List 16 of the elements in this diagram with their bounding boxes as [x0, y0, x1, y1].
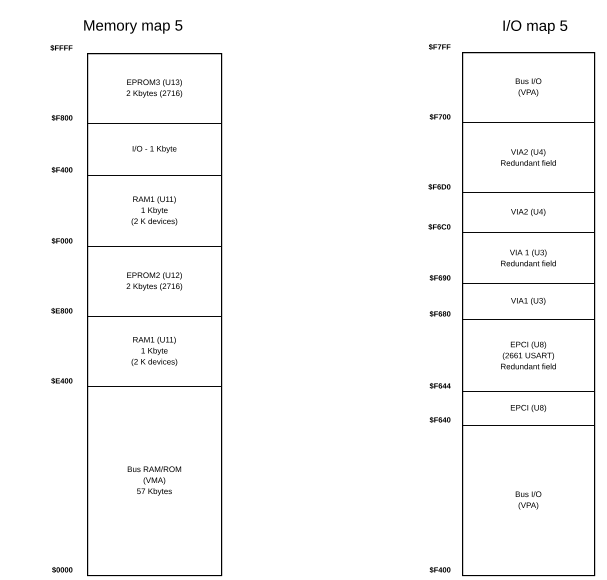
node-label: I/O map 5: [503, 20, 568, 34]
memory-region-box: VIA 1 (U3) Redundant field: [462, 232, 595, 284]
memory-region-box: Bus I/O (VPA): [462, 424, 595, 576]
node-label: Memory map 5: [84, 20, 182, 34]
memory-region-box: Bus I/O (VPA): [462, 52, 595, 123]
memory-region-box: I/O - 1 Kbyte: [87, 123, 222, 176]
memory-region-box: EPROM3 (U13) 2 Kbytes (2716): [87, 52, 222, 124]
memory-region-box: RAM1 (U11) 1 Kbyte (2 K devices): [87, 174, 222, 247]
memory-region-box: EPCI (U8): [462, 390, 595, 426]
memory-region-box: VIA2 (U4) Redundant field: [462, 122, 595, 193]
memory-region-box: EPCI (U8) (2661 USART) Redundant field: [462, 318, 595, 392]
memory-region-box: VIA2 (U4): [462, 192, 595, 233]
memory-region-box: EPROM2 (U12) 2 Kbytes (2716): [87, 246, 222, 317]
memory-region-box: Bus RAM/ROM (VMA) 57 Kbytes: [87, 386, 222, 576]
memory-region-box: RAM1 (U11) 1 Kbyte (2 K devices): [87, 316, 222, 387]
memory-region-box: VIA1 (U3): [462, 282, 595, 320]
